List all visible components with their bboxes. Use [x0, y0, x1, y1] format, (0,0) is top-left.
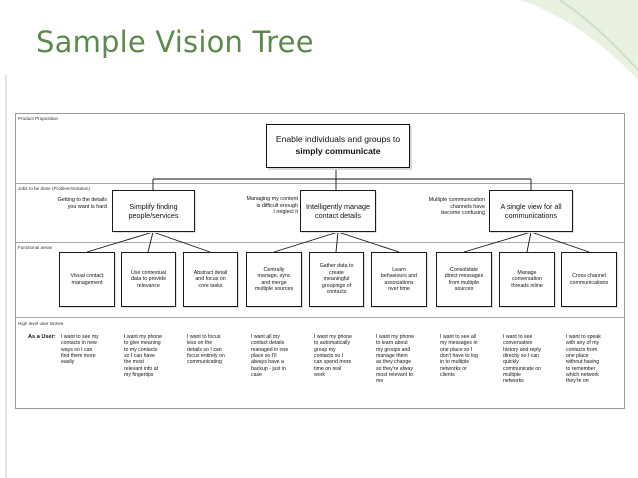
- slide-title: Sample Vision Tree: [36, 25, 314, 59]
- user-story: I want all my contact details managed in…: [251, 334, 289, 379]
- functional-area-box: Gather data to create meaningful groupin…: [309, 252, 364, 307]
- functional-area-box: Centrally manage, sync and merge multipl…: [246, 252, 302, 307]
- job-problem: Managing my content is difficult enough …: [246, 196, 298, 216]
- band-label-stories: High level user stories: [18, 321, 64, 326]
- job-problem: Getting to the details you want is hard: [57, 197, 107, 210]
- user-story: I want to see all my messages in one pla…: [440, 334, 478, 379]
- user-story: I want to speak with any of my contacts …: [566, 334, 601, 385]
- band-label-product: Product Proposition: [18, 116, 59, 121]
- job-solution-box: A single view for all communications: [489, 190, 573, 232]
- user-story: I want my phone to give meaning to my co…: [124, 334, 163, 379]
- user-story: I want to focus less on the details so I…: [187, 334, 225, 366]
- band-divider: [15, 242, 625, 243]
- functional-area-box: Learn behaviours and associations over t…: [371, 252, 427, 307]
- band-label-jobs: Jobs to be done (Problem/Solution): [18, 186, 91, 191]
- functional-area-box: Manage conversation threads inline: [499, 252, 555, 307]
- user-story: I want my phone to automatically group m…: [314, 334, 353, 379]
- band-divider: [15, 183, 625, 184]
- functional-area-box: Cross channel communications: [561, 252, 617, 307]
- band-label-functional: Functional areas: [18, 245, 52, 250]
- functional-area-box: Abstract detail and focus on core tasks: [183, 252, 238, 307]
- functional-area-box: Use contextual data to provide relevance: [121, 252, 176, 307]
- job-solution-box: Intelligently manage contact details: [300, 190, 376, 232]
- user-story: I want to see conversation history and r…: [503, 334, 542, 385]
- user-story: I want my phone to learn about my groups…: [376, 334, 415, 385]
- functional-area-box: Visual contact management: [59, 252, 115, 307]
- proposition-line1: Enable individuals and groups to: [275, 134, 401, 145]
- proposition-box: Enable individuals and groups to simply …: [266, 124, 410, 168]
- functional-area-box: Consolidate direct messages from multipl…: [436, 252, 492, 307]
- job-solution-box: Simplify finding people/services: [112, 190, 195, 232]
- user-story: I want to see my contacts in new ways so…: [61, 334, 99, 366]
- band-divider: [15, 317, 625, 318]
- user-stories-prefix: As a User:: [28, 334, 56, 340]
- job-problem: Multiple communication channels have bec…: [428, 197, 485, 217]
- proposition-line2: simply communicate: [295, 146, 381, 156]
